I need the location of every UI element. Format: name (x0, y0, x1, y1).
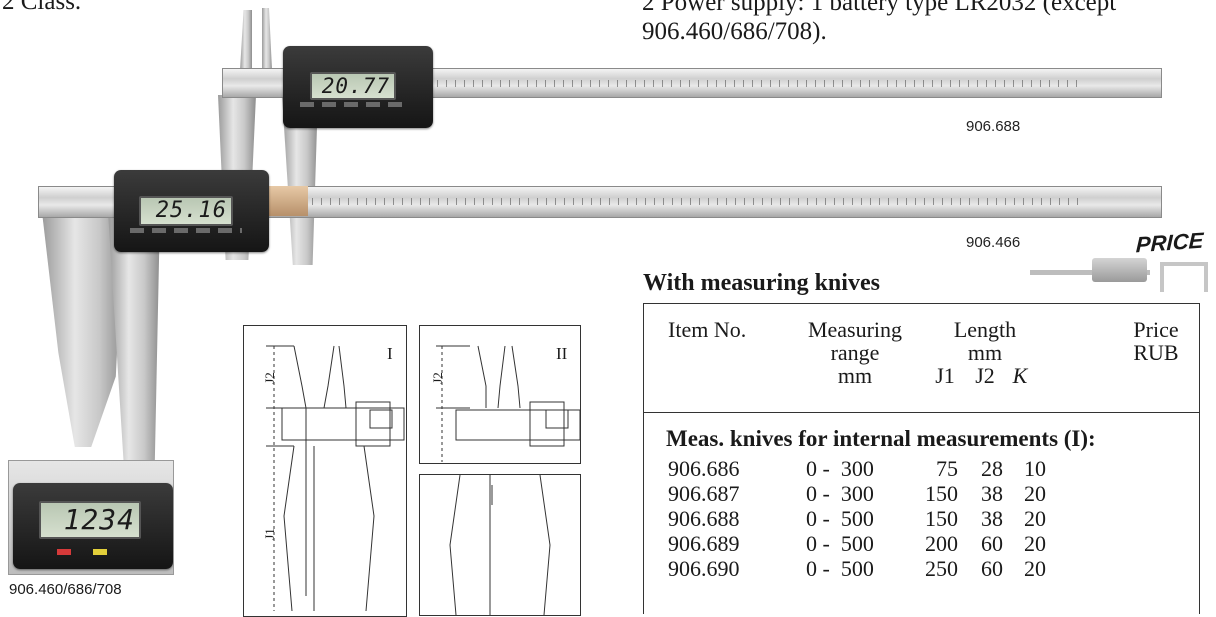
cell-j2: 60 (981, 556, 1003, 581)
upper-buttons (300, 102, 410, 107)
cell-item: 906.690 (668, 556, 740, 581)
cell-item: 906.687 (668, 481, 740, 506)
table-row: 906.690 0 - 500 250 60 20 (668, 556, 1168, 582)
price-logo: PRICE (1030, 228, 1210, 298)
table-row: 906.689 0 - 500 200 60 20 (668, 531, 1168, 557)
diagram-I-label: I (387, 344, 393, 363)
diagram-panel-II: II J2 (419, 325, 581, 464)
upper-fixed-jaw-tip (240, 10, 252, 70)
header-range-line-1: Measuring (807, 317, 903, 342)
price-logo-slide (1092, 258, 1147, 282)
lower-lcd: 25.16 (139, 196, 233, 226)
lower-scale (285, 198, 1085, 205)
cell-j2: 38 (981, 481, 1003, 506)
cell-j1: 75 (936, 456, 958, 481)
header-price-line-1: Price (1133, 317, 1179, 342)
table-row: 906.688 0 - 500 150 38 20 (668, 506, 1168, 532)
diagram-II-lower-drawing (449, 475, 551, 615)
top-right-text: 2 Power supply: 1 battery type LR2032 (e… (642, 0, 1116, 46)
price-logo-jaw (1160, 262, 1208, 292)
header-length-line-2: mm (967, 340, 1003, 365)
header-price: Price RUB (1124, 318, 1188, 364)
diagram-panel-II-lower (419, 474, 581, 616)
cell-k: 10 (1024, 456, 1046, 481)
price-table: Item No. Measuring range mm Length mm J1… (643, 303, 1200, 614)
header-j1: J1 (935, 363, 955, 388)
cell-j1: 250 (925, 556, 958, 581)
inset-photo: 1234 (8, 460, 174, 575)
cell-range: 0 - 300 (806, 481, 874, 506)
header-divider (644, 412, 1199, 413)
upper-fixed-jaw-tip-2 (262, 8, 272, 70)
cell-j1: 150 (925, 506, 958, 531)
table-section-title: Meas. knives for internal measurements (… (666, 426, 1096, 451)
cell-k: 20 (1024, 506, 1046, 531)
cell-range: 0 - 500 (806, 531, 874, 556)
cell-j2: 60 (981, 531, 1003, 556)
diagram-II-label: II (556, 344, 568, 363)
table-row: 906.687 0 - 300 150 38 20 (668, 481, 1168, 507)
inset-lcd: 1234 (39, 501, 141, 539)
lower-copper-slide (263, 186, 308, 216)
diagram-I-dim-j2: J2 (261, 372, 277, 384)
cell-k: 20 (1024, 531, 1046, 556)
inset-caption: 906.460/686/708 (9, 581, 122, 598)
cell-k: 20 (1024, 481, 1046, 506)
header-range-line-3: mm (837, 363, 873, 388)
table-row: 906.686 0 - 300 75 28 10 (668, 456, 1168, 482)
price-logo-text: PRICE (1135, 227, 1204, 258)
inset-button-yellow (93, 549, 107, 555)
cell-range: 0 - 500 (806, 556, 874, 581)
upper-scale (320, 80, 1080, 87)
header-k: K (1012, 363, 1028, 388)
diagram-II-drawing (436, 345, 580, 462)
diagram-II-dim-j2: J2 (429, 372, 445, 384)
price-logo-beam (1030, 270, 1150, 275)
top-right-line-1: 2 Power supply: 1 battery type LR2032 (e… (642, 0, 1117, 16)
lower-lcd-value: 25.16 (155, 198, 227, 223)
cell-k: 20 (1024, 556, 1046, 581)
diagram-I-drawing (266, 345, 405, 612)
header-range-line-2: range (830, 340, 880, 365)
cell-range: 0 - 500 (806, 506, 874, 531)
header-price-line-2: RUB (1133, 340, 1179, 365)
lower-buttons (130, 228, 242, 233)
cell-item: 906.689 (668, 531, 740, 556)
header-item-no: Item No. (668, 318, 746, 341)
header-measuring-range: Measuring range mm (790, 318, 920, 387)
inset-lcd-value: 1234 (63, 503, 135, 536)
upper-lcd: 20.77 (310, 72, 396, 100)
diagram-I-dim-j1: J1 (261, 528, 277, 540)
header-j2: J2 (975, 363, 995, 388)
header-item-label: Item No. (668, 317, 747, 342)
cell-item: 906.688 (668, 506, 740, 531)
top-left-text: 2 Class. (2, 0, 82, 15)
lower-item-number: 906.466 (966, 234, 1021, 251)
cell-item: 906.686 (668, 456, 740, 481)
section-heading: With measuring knives (643, 270, 880, 296)
cell-j1: 150 (925, 481, 958, 506)
cell-j2: 38 (981, 506, 1003, 531)
cell-j1: 200 (925, 531, 958, 556)
header-length-line-1: Length (953, 317, 1017, 342)
inset-button-red (57, 549, 71, 555)
diagram-panel-I: I J2 J1 (243, 325, 407, 617)
cell-j2: 28 (981, 456, 1003, 481)
header-length: Length mm (920, 318, 1050, 364)
upper-lcd-value: 20.77 (321, 74, 390, 98)
top-right-line-2: 906.460/686/708). (642, 18, 827, 45)
cell-range: 0 - 300 (806, 456, 874, 481)
upper-item-number: 906.688 (966, 118, 1021, 135)
caliper-lower: 25.16 906.466 (38, 170, 1162, 462)
